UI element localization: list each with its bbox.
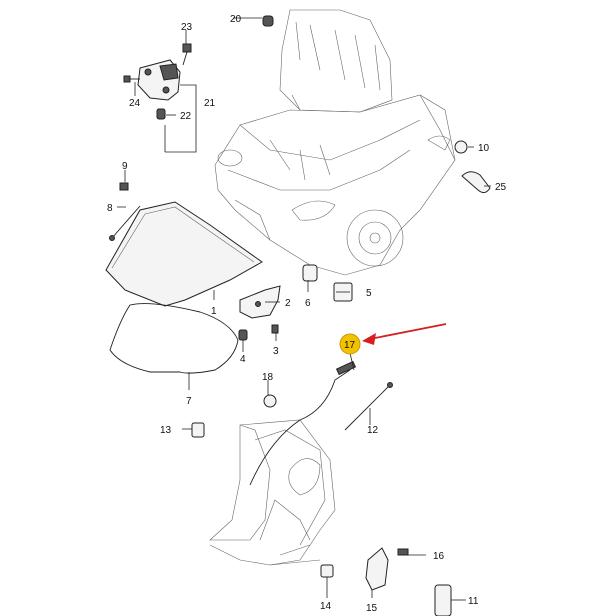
callout-1[interactable]: 1: [211, 306, 217, 317]
bumper-stop: [191, 422, 205, 438]
grommet-lower: [263, 394, 277, 408]
callout-20[interactable]: 20: [230, 14, 242, 25]
clip-lower: [320, 564, 334, 578]
trim-cover: [434, 584, 452, 616]
ball-stud: [119, 182, 129, 191]
inner-wheelhouse: [209, 419, 336, 566]
callout-23[interactable]: 23: [181, 22, 193, 33]
buffer: [302, 264, 318, 282]
callout-11[interactable]: 11: [468, 596, 479, 607]
callout-25[interactable]: 25: [495, 182, 507, 193]
hood-panel: [105, 201, 263, 307]
callout-22[interactable]: 22: [180, 111, 192, 122]
callout-13[interactable]: 13: [160, 425, 172, 436]
plug: [262, 15, 274, 27]
grommet: [454, 140, 468, 154]
clip: [238, 329, 248, 341]
callout-3[interactable]: 3: [273, 346, 279, 357]
screw: [271, 324, 279, 334]
release-cable: [249, 360, 357, 486]
callout-7[interactable]: 7: [186, 396, 192, 407]
callout-21[interactable]: 21: [204, 98, 216, 109]
callout-labels: 23 20 24 21 22 9 8 10 25 1 2 6 5 3 4 7 1…: [107, 14, 507, 614]
callout-12[interactable]: 12: [367, 425, 379, 436]
callout-9[interactable]: 9: [122, 161, 128, 172]
bolt-lower: [397, 548, 409, 556]
callout-10[interactable]: 10: [478, 143, 490, 154]
leader-lines: [117, 17, 491, 601]
callout-17[interactable]: 17: [344, 340, 356, 351]
callout-5[interactable]: 5: [366, 288, 372, 299]
vehicle-outline: [214, 9, 456, 276]
highlight-arrow: [362, 323, 447, 345]
hood-bracket: [239, 285, 281, 319]
callout-4[interactable]: 4: [240, 354, 246, 365]
callout-24[interactable]: 24: [129, 98, 141, 109]
hinge-assembly: [123, 43, 197, 153]
highlight-callout-marker[interactable]: [339, 333, 361, 355]
callout-2[interactable]: 2: [285, 298, 291, 309]
callout-6[interactable]: 6: [305, 298, 311, 309]
callout-8[interactable]: 8: [107, 203, 113, 214]
callout-15[interactable]: 15: [366, 603, 378, 614]
callout-16[interactable]: 16: [433, 551, 445, 562]
seal-ring: [461, 171, 491, 194]
latch-bracket: [365, 547, 389, 591]
callout-14[interactable]: 14: [320, 601, 332, 612]
callout-18[interactable]: 18: [262, 372, 274, 383]
gas-strut-right: [344, 382, 393, 431]
hood-seal: [109, 303, 239, 374]
